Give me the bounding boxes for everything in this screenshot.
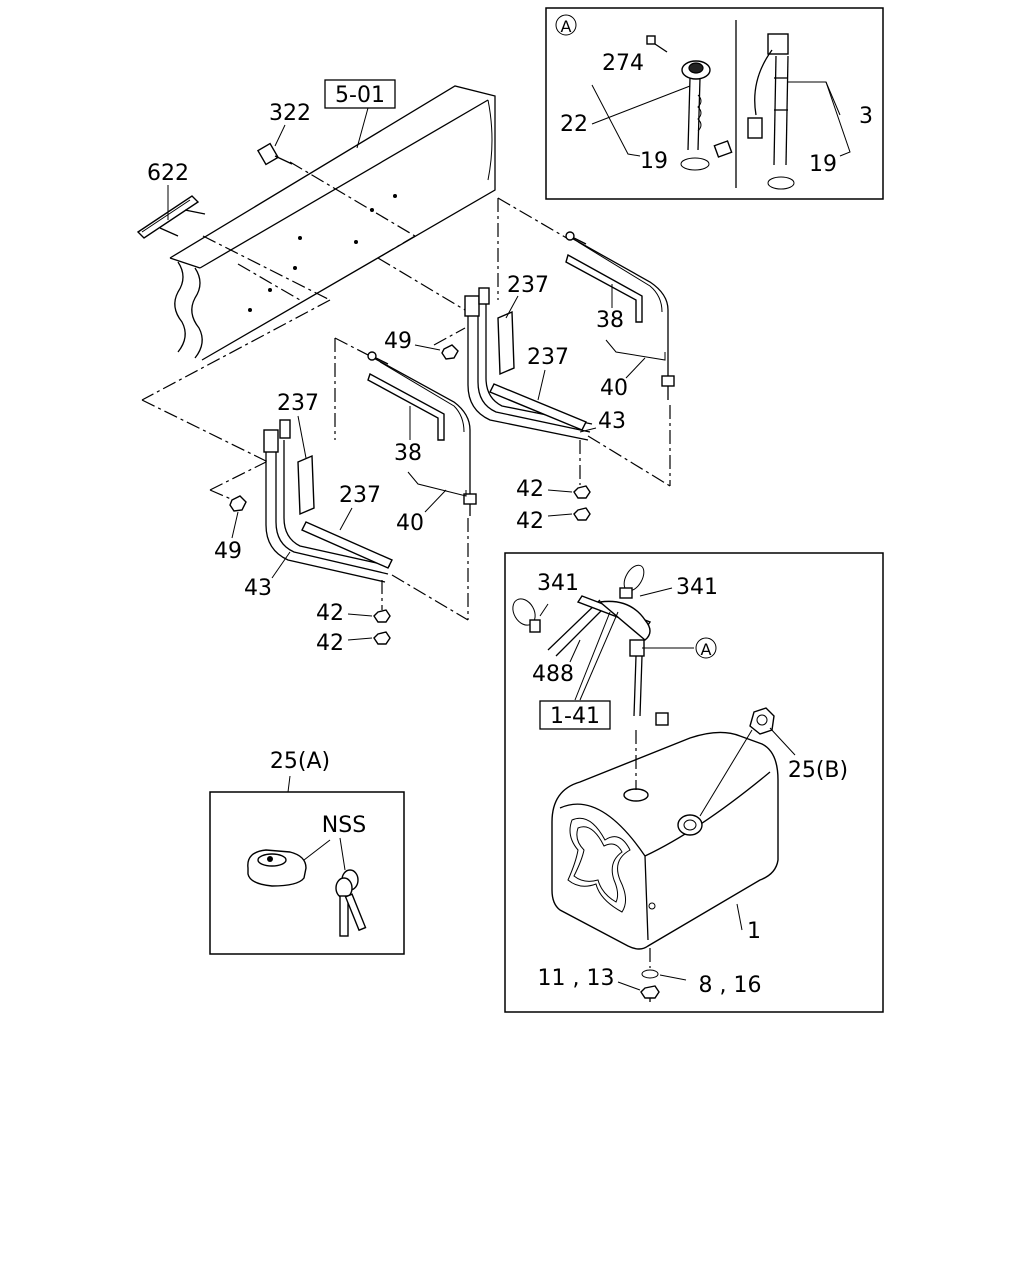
label-49-upper: 49 xyxy=(384,329,412,354)
fuel-sender-unit-22 xyxy=(646,35,733,171)
bracket-assembly-upper: 237 237 38 40 43 42 42 49 xyxy=(384,231,675,534)
label-3: 3 xyxy=(859,104,873,129)
label-40-upper: 40 xyxy=(600,376,628,401)
locking-cap-box-25a: 25(A) NSS xyxy=(209,749,405,955)
label-25a: 25(A) xyxy=(270,749,330,774)
inset-a-sender-units: A 274 22 19 xyxy=(545,7,884,200)
label-622: 622 xyxy=(147,161,189,186)
label-1-41: 1-41 xyxy=(550,704,600,729)
label-42-lower-a: 42 xyxy=(316,601,344,626)
sender-hose-assembly: A xyxy=(512,564,717,790)
label-488: 488 xyxy=(532,662,574,687)
drain-plug-11-13 xyxy=(617,948,687,1002)
bolt-322: 322 xyxy=(256,101,311,166)
chassis-frame-rail xyxy=(169,85,496,361)
fuel-cap-25b xyxy=(699,707,796,817)
reference-box-5-01: 5-01 xyxy=(324,79,396,149)
label-341-left: 341 xyxy=(537,571,579,596)
plate-622: 622 xyxy=(136,161,206,239)
label-43-upper: 43 xyxy=(598,409,626,434)
label-1: 1 xyxy=(747,919,761,944)
bracket-assembly-lower: 237 237 38 40 43 42 42 49 xyxy=(214,351,477,656)
label-42-upper-a: 42 xyxy=(516,477,544,502)
callout-circle-a xyxy=(555,14,577,36)
label-25b: 25(B) xyxy=(788,758,848,783)
label-22: 22 xyxy=(560,112,588,137)
label-8-16: 8 , 16 xyxy=(699,973,762,998)
reference-box-1-41 xyxy=(539,700,611,730)
label-237-lower-b: 237 xyxy=(339,483,381,508)
label-322: 322 xyxy=(269,101,311,126)
label-19-left: 19 xyxy=(640,149,668,174)
label-11-13: 11 , 13 xyxy=(538,966,615,991)
label-42-lower-b: 42 xyxy=(316,631,344,656)
label-237-upper-a: 237 xyxy=(507,273,549,298)
label-237-lower-a: 237 xyxy=(277,391,319,416)
label-nss: NSS xyxy=(322,813,366,838)
label-237-upper-b: 237 xyxy=(527,345,569,370)
callout-a-main-letter: A xyxy=(701,640,712,659)
fuel-tank-1 xyxy=(551,731,779,950)
label-49-lower: 49 xyxy=(214,539,242,564)
label-40-lower: 40 xyxy=(396,511,424,536)
fuel-tank-box: A 1-41 341 341 488 25(B) 1 11 , 13 8 , 1… xyxy=(504,552,884,1013)
fuel-sender-unit-3 xyxy=(747,33,795,190)
callout-a-letter: A xyxy=(561,17,572,36)
label-38-lower: 38 xyxy=(394,441,422,466)
keys xyxy=(335,869,367,937)
label-43-lower: 43 xyxy=(244,576,272,601)
label-19-right: 19 xyxy=(809,152,837,177)
label-42-upper-b: 42 xyxy=(516,509,544,534)
label-341-right: 341 xyxy=(676,575,718,600)
label-38-upper: 38 xyxy=(596,308,624,333)
label-5-01: 5-01 xyxy=(335,83,385,108)
label-274: 274 xyxy=(602,51,644,76)
locking-fuel-cap xyxy=(247,849,307,887)
